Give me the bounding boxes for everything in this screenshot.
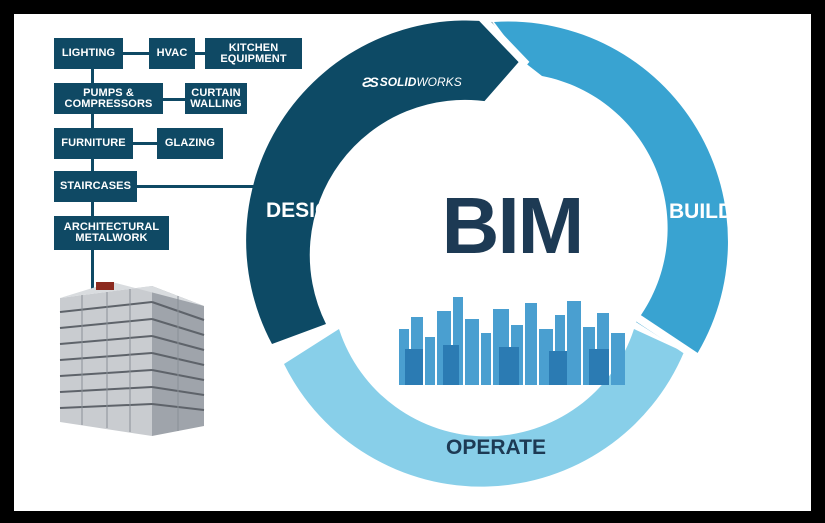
diagram-panel: LIGHTING HVAC KITCHEN EQUIPMENT PUMPS & … — [14, 14, 811, 511]
design-segment — [246, 20, 523, 345]
brand-suffix: WORKS — [416, 75, 462, 89]
category-staircases: STAIRCASES — [54, 171, 137, 202]
ds-logo-icon: ƧS — [362, 74, 379, 90]
category-kitchen-equipment: KITCHEN EQUIPMENT — [205, 38, 302, 69]
connector-hvac-kitchen — [194, 52, 206, 55]
category-furniture: FURNITURE — [54, 128, 133, 159]
category-curtain-walling: CURTAIN WALLING — [185, 83, 247, 114]
connector-staircases-design — [136, 185, 264, 188]
category-lighting: LIGHTING — [54, 38, 123, 69]
category-glazing: GLAZING — [157, 128, 223, 159]
connector-pumps-curtain — [162, 98, 186, 101]
building-illustration — [59, 282, 205, 436]
bim-title: BIM — [441, 181, 585, 270]
category-pumps-compressors: PUMPS & COMPRESSORS — [54, 83, 163, 114]
city-skyline-icon — [399, 297, 625, 385]
category-hvac: HVAC — [149, 38, 195, 69]
solidworks-logo: ƧS SOLIDWORKS — [362, 74, 462, 90]
stage-operate-label: OPERATE — [446, 436, 546, 459]
build-segment — [494, 21, 728, 359]
operate-segment — [284, 329, 684, 487]
stage-design-label: DESIGN — [266, 199, 347, 222]
connector-furniture-glazing — [132, 142, 158, 145]
connector-lighting-hvac — [122, 52, 150, 55]
stage-build-label: BUILD — [669, 200, 734, 223]
brand-prefix: SOLID — [379, 75, 417, 89]
category-architectural-metalwork: ARCHITECTURAL METALWORK — [54, 216, 169, 250]
bim-cycle-diagram — [246, 14, 728, 487]
